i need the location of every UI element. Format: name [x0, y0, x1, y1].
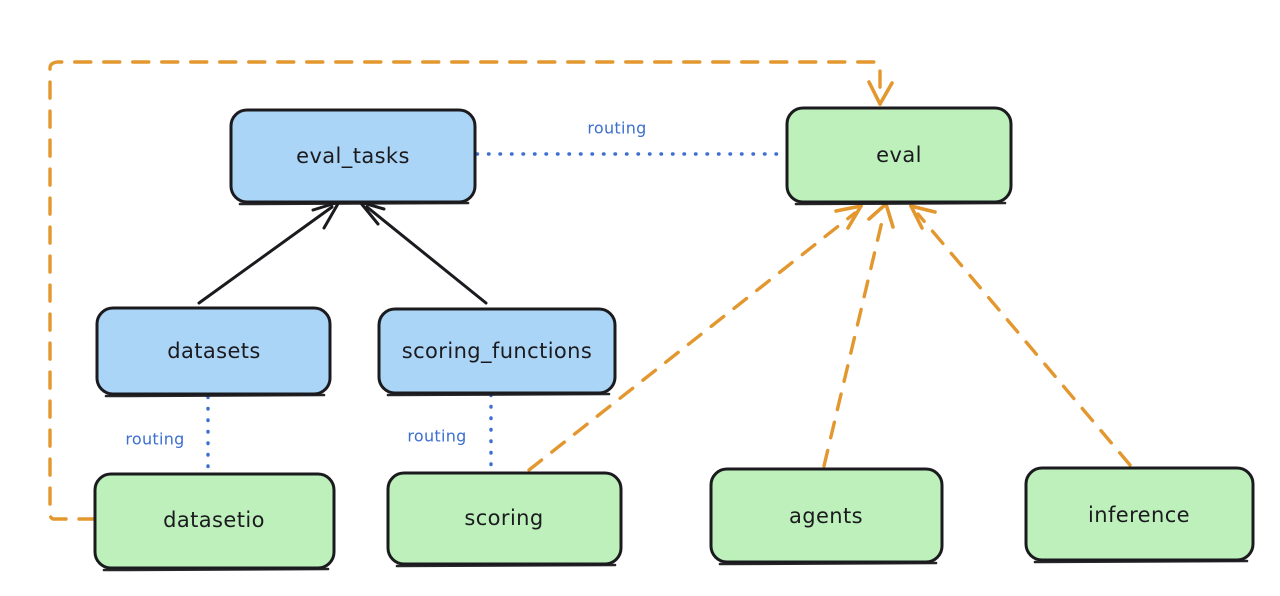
node-inference-label: inference — [1088, 503, 1190, 527]
node-scoring_functions-shape — [377, 307, 617, 395]
node-agents[interactable]: agents — [709, 467, 944, 566]
edge-agents-to-eval — [822, 202, 895, 468]
node-agents-shape — [709, 467, 944, 564]
edge-scoring-to-eval — [527, 204, 863, 472]
node-scoring-shape — [386, 471, 623, 566]
edge-datasetio-to-eval — [48, 60, 894, 521]
node-eval[interactable]: eval — [785, 106, 1013, 206]
node-scoring-label: scoring — [464, 506, 543, 530]
node-datasets-label: datasets — [167, 339, 261, 363]
node-datasetio[interactable]: datasetio — [93, 472, 336, 572]
node-datasets-shape — [95, 306, 332, 396]
node-eval-shape — [785, 106, 1013, 204]
edge-scoring_functions-to-eval_tasks — [358, 200, 488, 305]
edge-label-datasets-routing: routing — [125, 430, 184, 449]
node-eval_tasks-label: eval_tasks — [296, 144, 410, 169]
node-eval_tasks[interactable]: eval_tasks — [229, 108, 477, 206]
node-eval_tasks-shape — [229, 108, 477, 204]
node-datasetio-label: datasetio — [163, 508, 265, 532]
edge-datasets-to-eval_tasks — [197, 200, 341, 305]
edge-label-eval_tasks-routing: routing — [587, 119, 646, 138]
node-inference-shape — [1024, 466, 1255, 562]
node-scoring[interactable]: scoring — [386, 471, 623, 568]
node-scoring_functions[interactable]: scoring_functions — [377, 307, 617, 397]
node-datasets[interactable]: datasets — [95, 306, 332, 398]
node-agents-label: agents — [789, 504, 863, 528]
node-datasetio-shape — [93, 472, 336, 570]
edge-label-scoring-routing: routing — [407, 427, 466, 446]
edge-inference-to-eval — [909, 204, 1132, 467]
node-inference[interactable]: inference — [1024, 466, 1255, 564]
node-eval-label: eval — [876, 143, 922, 167]
node-scoring_functions-label: scoring_functions — [402, 339, 592, 364]
